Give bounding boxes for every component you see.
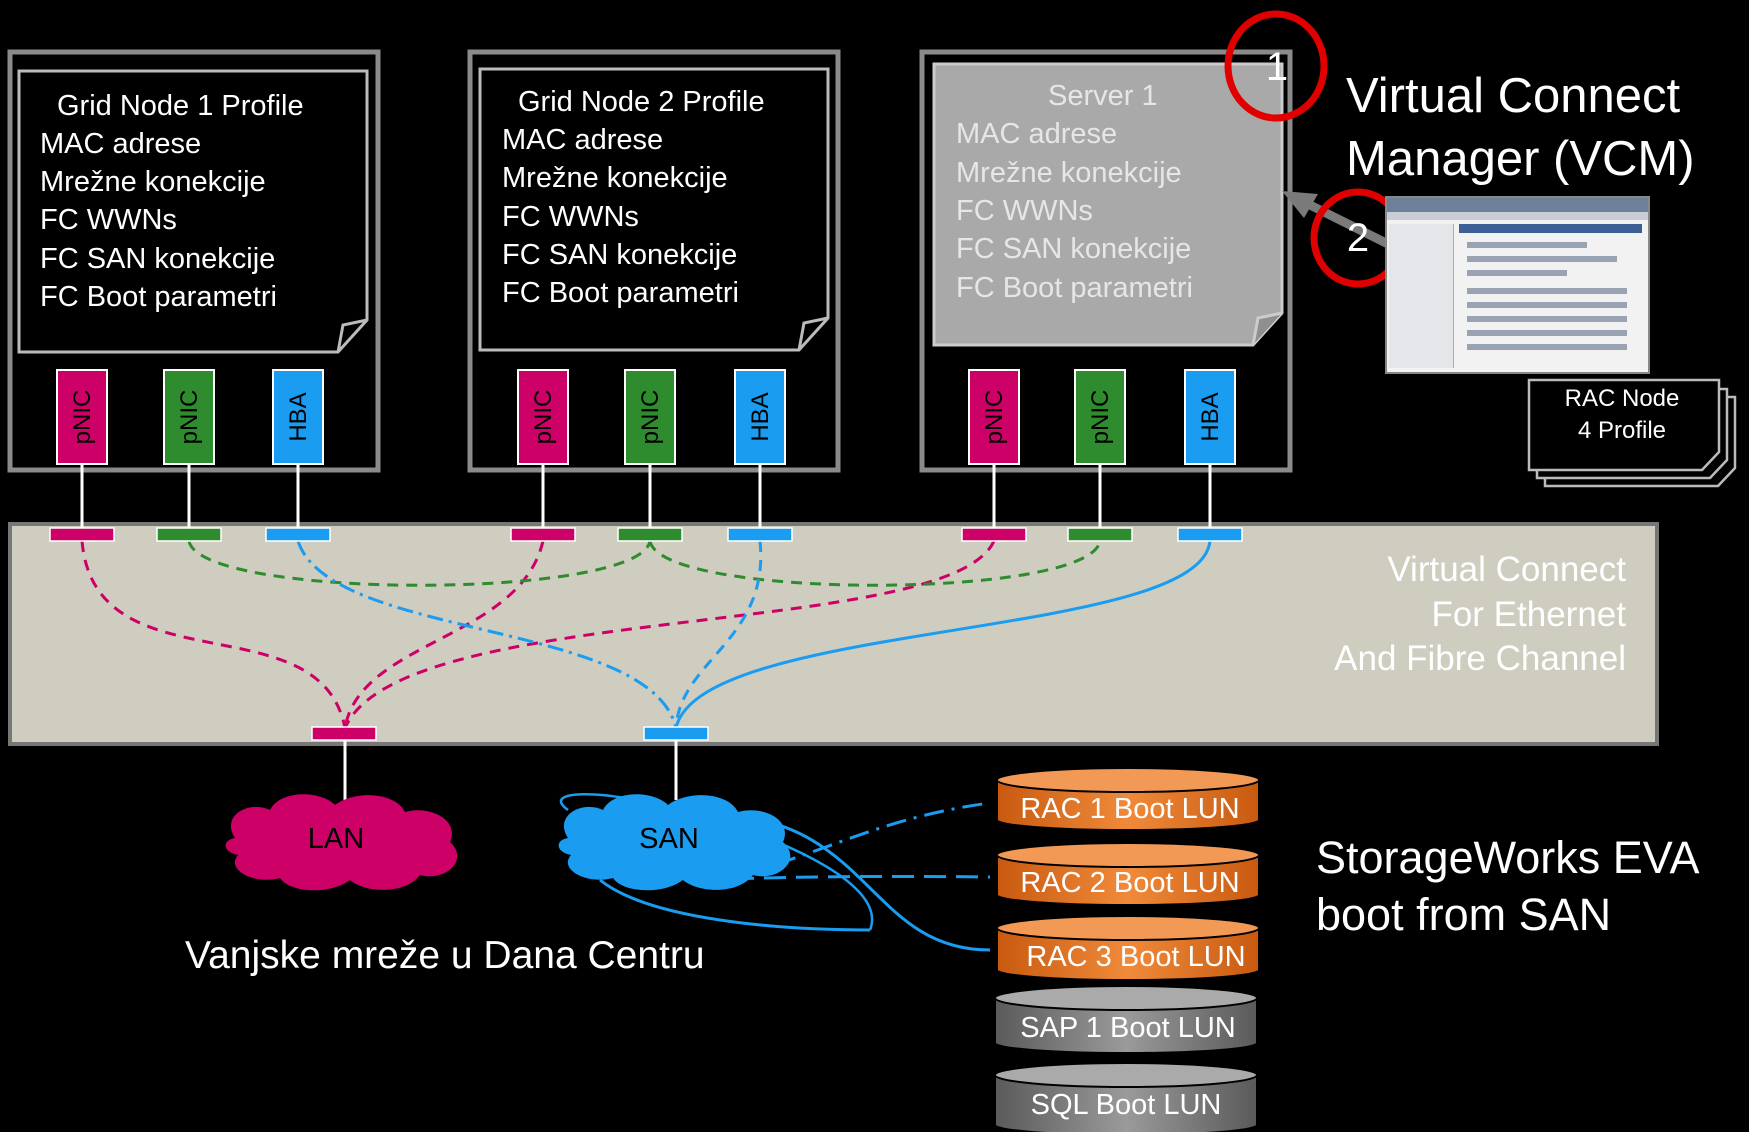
profile-1-line: FC WWNs — [40, 204, 177, 236]
adapter-label: pNIC — [637, 390, 664, 445]
profile-3-line: FC Boot parametri — [956, 272, 1193, 304]
vcm-screenshot-image — [1385, 196, 1650, 374]
adapter-label: pNIC — [530, 390, 557, 445]
vcm-title-line1: Virtual Connect — [1346, 69, 1681, 123]
profile-1-line: FC SAN konekcije — [40, 243, 275, 275]
adapter-hba-1: HBA — [272, 369, 324, 465]
step-1-label: 1 — [1266, 45, 1288, 89]
lun-label: RAC 2 Boot LUN — [1020, 867, 1239, 899]
adapter-label: pNIC — [69, 390, 96, 445]
profile-2-line: FC SAN konekcije — [502, 239, 737, 271]
vcm-title-line2: Manager (VCM) — [1346, 132, 1695, 186]
adapter-pnic-1b: pNIC — [163, 369, 215, 465]
lan-label: LAN — [308, 823, 364, 855]
profile-dogear-1 — [336, 318, 368, 353]
adapter-pnic-1a: pNIC — [56, 369, 108, 465]
lun-label: SQL Boot LUN — [1031, 1089, 1222, 1121]
profile-1-line: MAC adrese — [40, 128, 201, 160]
lun-stack — [994, 767, 1260, 1132]
profile-2-line: FC WWNs — [502, 201, 639, 233]
profile-1-title: Grid Node 1 Profile — [57, 90, 304, 122]
san-label: SAN — [639, 823, 699, 855]
adapter-label: HBA — [285, 392, 312, 441]
profile-3-line: FC SAN konekcije — [956, 233, 1191, 265]
adapter-pnic-2a: pNIC — [517, 369, 569, 465]
lun-label: SAP 1 Boot LUN — [1020, 1012, 1235, 1044]
profile-3-title: Server 1 — [1048, 80, 1158, 112]
networks-caption: Vanjske mreže u Dana Centru — [185, 934, 705, 977]
profile-1-line: Mrežne konekcije — [40, 166, 266, 198]
vc-label-line3: And Fibre Channel — [1334, 639, 1626, 678]
adapter-links — [80, 462, 1212, 800]
profile-3-line: Mrežne konekcije — [956, 157, 1182, 189]
profile-dogear-2 — [797, 316, 829, 351]
rac-node-4-profile-stack — [1527, 378, 1737, 488]
adapter-hba-2: HBA — [734, 369, 786, 465]
step-2-label: 2 — [1347, 216, 1369, 260]
profile-1-line: FC Boot parametri — [40, 281, 277, 313]
virtual-connect-panel — [8, 522, 1659, 746]
rac-profile-line1: RAC Node — [1565, 385, 1680, 412]
storage-caption-line1: StorageWorks EVA — [1316, 832, 1700, 883]
adapter-label: pNIC — [1087, 390, 1114, 445]
lan-cloud — [225, 794, 458, 891]
profile-3-line: MAC adrese — [956, 118, 1117, 150]
rac-profile-line2: 4 Profile — [1578, 417, 1666, 444]
profile-3-line: FC WWNs — [956, 195, 1093, 227]
step-1-circle — [1224, 10, 1328, 122]
adapter-label: HBA — [1197, 392, 1224, 441]
san-cloud — [558, 794, 791, 891]
storage-caption-line2: boot from SAN — [1316, 889, 1611, 940]
san-lun-connections — [559, 793, 991, 952]
adapter-label: pNIC — [176, 390, 203, 445]
profile-document-2 — [478, 67, 830, 352]
vc-label-line2: For Ethernet — [1431, 595, 1626, 634]
adapter-hba-3: HBA — [1184, 369, 1236, 465]
profile-2-title: Grid Node 2 Profile — [518, 86, 765, 118]
adapter-pnic-3a: pNIC — [968, 369, 1020, 465]
adapter-pnic-2b: pNIC — [624, 369, 676, 465]
profile-dogear-3 — [1251, 311, 1283, 346]
profile-2-line: Mrežne konekcije — [502, 162, 728, 194]
profile-2-line: MAC adrese — [502, 124, 663, 156]
lun-label: RAC 3 Boot LUN — [1026, 941, 1245, 973]
adapter-pnic-3b: pNIC — [1074, 369, 1126, 465]
lun-label: RAC 1 Boot LUN — [1020, 793, 1239, 825]
adapter-label: HBA — [747, 392, 774, 441]
vc-label-line1: Virtual Connect — [1387, 550, 1626, 589]
adapter-label: pNIC — [981, 390, 1008, 445]
profile-2-line: FC Boot parametri — [502, 277, 739, 309]
vc-ports — [49, 527, 1243, 741]
profile-document-1 — [17, 69, 369, 354]
internal-connections — [80, 540, 1212, 729]
